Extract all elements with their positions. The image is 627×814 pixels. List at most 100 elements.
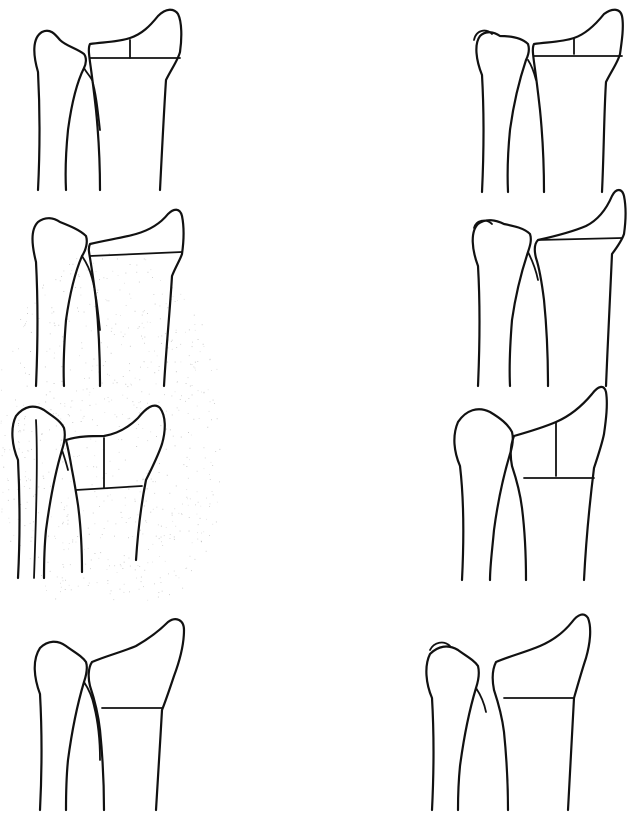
scan-speckle — [138, 437, 139, 438]
scan-speckle — [49, 429, 50, 430]
scan-speckle — [33, 496, 34, 497]
scan-speckle — [27, 313, 28, 314]
scan-speckle — [168, 573, 169, 574]
scan-speckle — [213, 494, 214, 495]
scan-speckle — [144, 259, 145, 260]
scan-speckle — [129, 370, 130, 371]
scan-speckle — [88, 548, 89, 549]
scan-speckle — [84, 416, 85, 417]
panel-row3-left — [12, 406, 164, 578]
scan-speckle — [41, 575, 42, 576]
scan-speckle — [62, 462, 63, 463]
scan-speckle — [104, 412, 105, 413]
scan-speckle — [33, 521, 34, 522]
scan-speckle — [151, 479, 152, 480]
scan-speckle — [96, 271, 97, 272]
scan-speckle — [3, 447, 4, 448]
scan-speckle — [122, 517, 123, 518]
scan-speckle — [201, 541, 202, 542]
scan-speckle — [170, 534, 171, 535]
scan-speckle — [96, 467, 97, 468]
scan-speckle — [65, 580, 66, 581]
scan-speckle — [122, 414, 123, 415]
scan-speckle — [78, 274, 79, 275]
scan-speckle — [127, 386, 128, 387]
scan-speckle — [92, 419, 93, 420]
radius-outline — [493, 615, 590, 810]
scan-speckle — [120, 290, 121, 291]
scan-speckle — [30, 523, 31, 524]
scan-speckle — [115, 523, 116, 524]
scan-speckle — [194, 324, 195, 325]
scan-speckle — [198, 502, 199, 503]
scan-speckle — [204, 346, 205, 347]
scan-speckle — [93, 388, 94, 389]
scan-speckle — [118, 469, 119, 470]
ulna-outline — [454, 409, 512, 580]
scan-speckle — [91, 330, 92, 331]
scan-speckle — [145, 259, 146, 260]
scan-speckle — [119, 426, 120, 427]
scan-speckle — [152, 562, 153, 563]
scan-speckle — [77, 456, 78, 457]
scan-speckle — [27, 450, 28, 451]
scan-speckle — [175, 301, 176, 302]
panel-row2-left — [33, 210, 184, 386]
scan-speckle — [204, 468, 205, 469]
scan-speckle — [110, 461, 111, 462]
scan-speckle — [146, 501, 147, 502]
scan-speckle — [62, 523, 63, 524]
scan-speckle — [115, 414, 116, 415]
scan-speckle — [83, 418, 84, 419]
scan-speckle — [24, 525, 25, 526]
scan-speckle — [175, 362, 176, 363]
scan-speckle — [169, 594, 170, 595]
scan-speckle — [67, 516, 68, 517]
scan-speckle — [175, 526, 176, 527]
scan-speckle — [24, 424, 25, 425]
scan-speckle — [2, 509, 3, 510]
scan-speckle — [26, 321, 27, 322]
panel-row1-left — [34, 10, 181, 190]
scan-speckle — [188, 398, 189, 399]
scan-speckle — [77, 536, 78, 537]
scan-speckle — [192, 542, 193, 543]
scan-speckle — [164, 394, 165, 395]
scan-speckle — [159, 538, 160, 539]
scan-speckle — [1, 390, 2, 391]
scan-speckle — [69, 585, 70, 586]
scan-speckle — [94, 359, 95, 360]
scan-speckle — [180, 344, 181, 345]
scan-speckle — [65, 449, 66, 450]
scan-speckle — [27, 502, 28, 503]
scan-speckle — [209, 506, 210, 507]
scan-speckle — [158, 592, 159, 593]
ulna-styloid — [474, 31, 492, 40]
scan-speckle — [23, 405, 24, 406]
scan-speckle — [8, 518, 9, 519]
scan-speckle — [162, 545, 163, 546]
scan-speckle — [192, 342, 193, 343]
scan-speckle — [29, 488, 30, 489]
scan-speckle — [25, 457, 26, 458]
scan-speckle — [139, 566, 140, 567]
scan-speckle — [3, 492, 4, 493]
fracture-line-horizontal — [90, 252, 182, 256]
scan-speckle — [15, 400, 16, 401]
scan-speckle — [85, 363, 86, 364]
scan-speckle — [108, 559, 109, 560]
scan-speckle — [192, 395, 193, 396]
scan-speckle — [148, 470, 149, 471]
panel-row3-right — [454, 387, 606, 580]
scan-speckle — [4, 449, 5, 450]
scan-speckle — [7, 478, 8, 479]
scan-speckle — [28, 478, 29, 479]
scan-speckle — [2, 455, 3, 456]
scan-speckle — [114, 380, 115, 381]
scan-speckle — [72, 542, 73, 543]
scan-speckle — [63, 522, 64, 523]
scan-speckle — [150, 322, 151, 323]
scan-speckle — [197, 406, 198, 407]
ulna-outline — [35, 642, 87, 810]
scan-speckle — [107, 278, 108, 279]
